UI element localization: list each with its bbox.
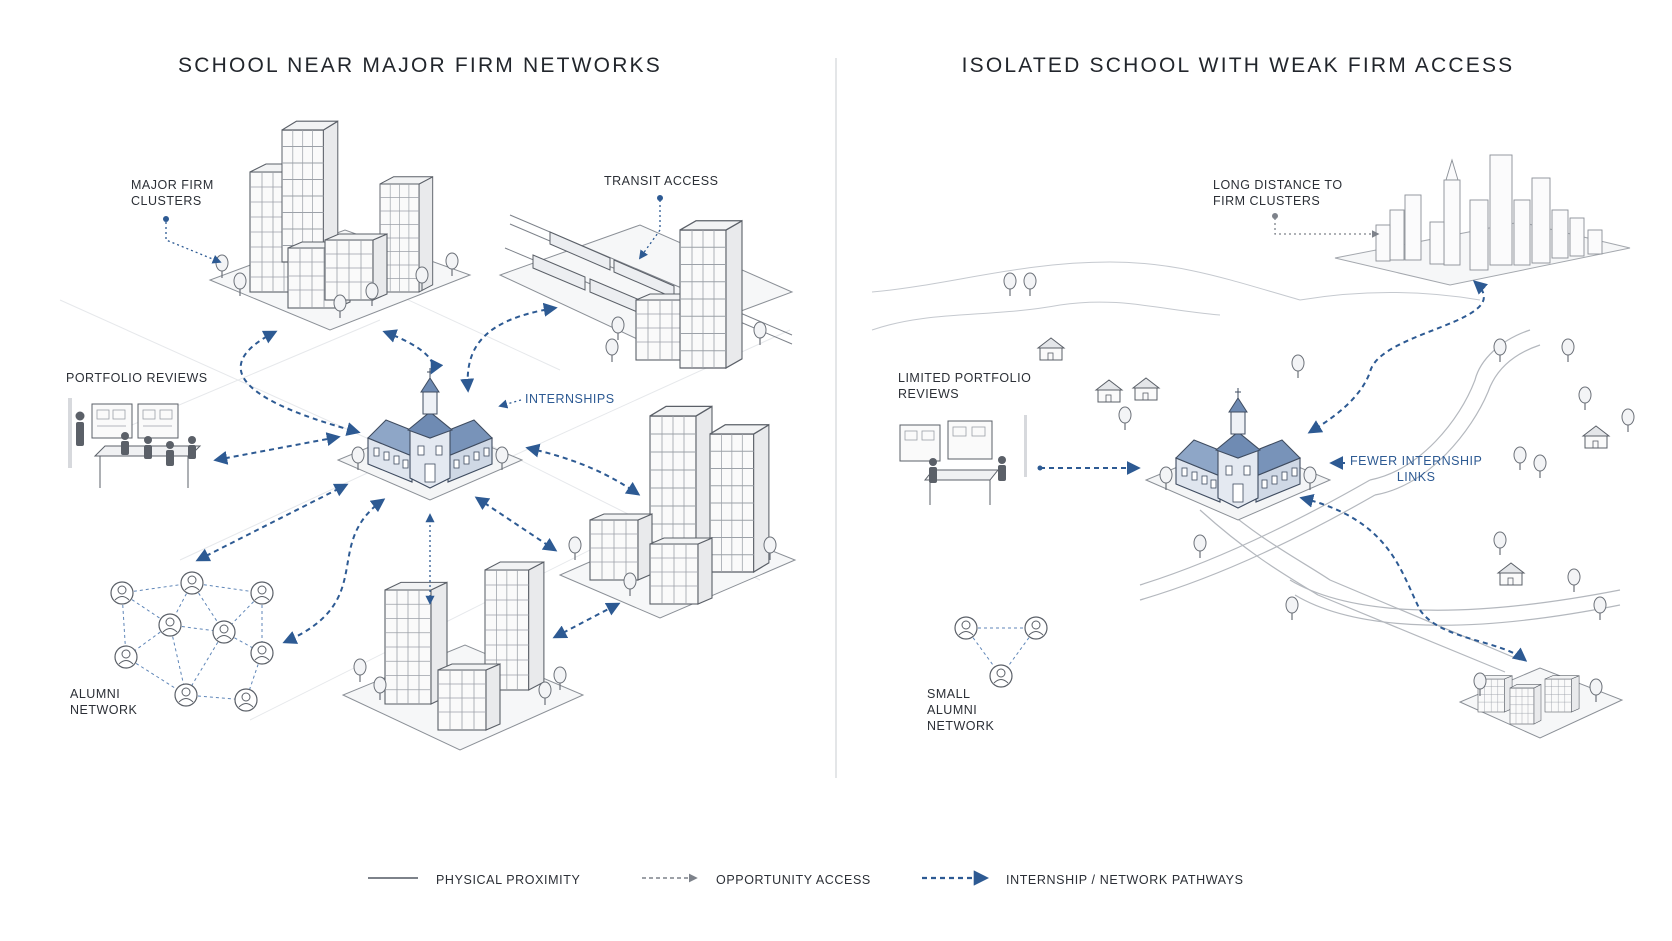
legend-physical-proximity: PHYSICAL PROXIMITY <box>436 873 580 887</box>
label-small-alumni-network: SMALL ALUMNI NETWORK <box>927 686 994 734</box>
label-long-distance: LONG DISTANCE TO FIRM CLUSTERS <box>1213 177 1343 209</box>
transit-illustration <box>500 215 792 368</box>
label-alumni-network: ALUMNI NETWORK <box>70 686 137 718</box>
label-major-firm-clusters: MAJOR FIRM CLUSTERS <box>131 177 214 209</box>
small-town-cluster-illustration <box>1460 668 1622 738</box>
label-transit-access: TRANSIT ACCESS <box>604 173 718 189</box>
right-panel-title: ISOLATED SCHOOL WITH WEAK FIRM ACCESS <box>962 54 1515 78</box>
legend-network-pathways: INTERNSHIP / NETWORK PATHWAYS <box>1006 873 1244 887</box>
legend-opportunity-access: OPPORTUNITY ACCESS <box>716 873 871 887</box>
label-fewer-internship-links: FEWER INTERNSHIP LINKS <box>1350 453 1482 485</box>
major-firm-cluster-illustration <box>210 121 470 330</box>
portfolio-review-illustration <box>68 398 200 488</box>
label-limited-portfolio-reviews: LIMITED PORTFOLIO REVIEWS <box>898 370 1031 402</box>
firm-cluster-right-illustration <box>560 406 795 618</box>
right-panel-illustration <box>872 155 1634 738</box>
school-building-icon <box>338 368 522 500</box>
distant-city-illustration <box>1335 155 1630 285</box>
limited-portfolio-review-illustration <box>900 415 1027 505</box>
label-internships: INTERNSHIPS <box>525 391 615 407</box>
label-portfolio-reviews: PORTFOLIO REVIEWS <box>66 370 208 386</box>
countryside-illustration <box>1004 273 1634 620</box>
isolated-school-building-icon <box>1146 388 1330 520</box>
left-panel-title: SCHOOL NEAR MAJOR FIRM NETWORKS <box>178 54 662 78</box>
small-alumni-network-graph <box>955 617 1047 687</box>
left-panel-illustration <box>60 121 795 750</box>
